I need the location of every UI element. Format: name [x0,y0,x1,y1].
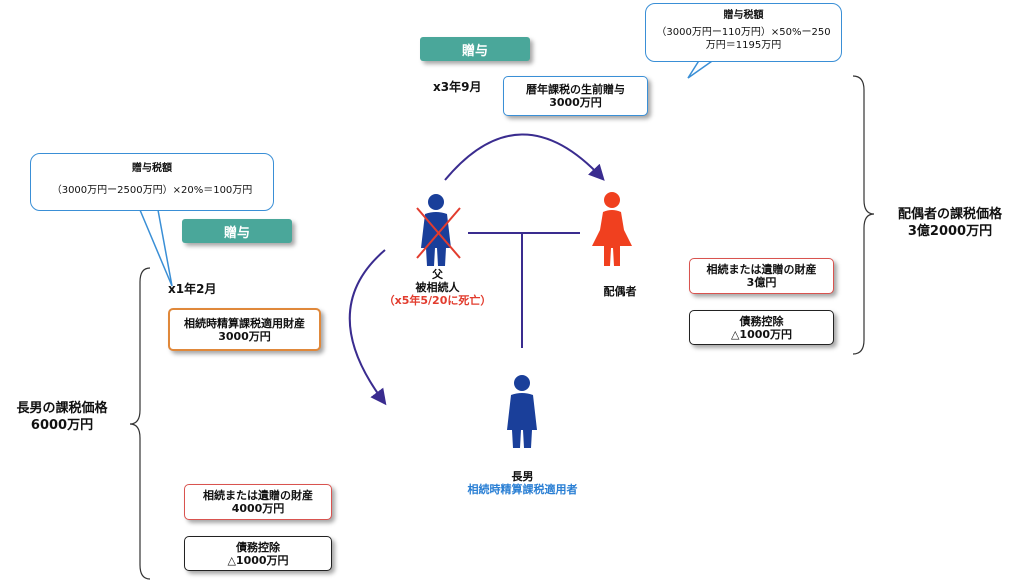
son-debt-label: 債務控除 [236,540,280,554]
father-relation: 父 [432,268,443,281]
gift-tax-formula-left: （3000万円ー2500万円）×20%＝100万円 [51,185,253,196]
father-death-note: （x5年5/20に死亡） [383,294,492,307]
son-debt-box: 債務控除 △1000万円 [184,536,332,571]
spouse-brace [852,75,875,355]
spouse-inherit-label: 相続または遺贈の財産 [706,263,817,276]
spouse-inherit-amount: 3億円 [746,276,777,289]
father-icon [421,194,451,266]
son-taxable-label: 長男の課税価格 [16,401,108,416]
date-x3: x3年9月 [433,80,482,94]
son-label: 長男 相続時精算課税適用者 [455,470,590,496]
spouse-inherit-box: 相続または遺贈の財産 3億円 [689,258,834,294]
gift-tax-callout-left: 贈与税額 （3000万円ー2500万円）×20%＝100万円 [30,153,274,211]
son-relation: 長男 [511,470,534,483]
settlement-gift-label: 相続時精算課税適用財産 [184,316,305,330]
gift-arrow-to-son [348,249,387,406]
spouse-taxable-amount: 3億2000万円 [907,224,993,239]
son-brace [129,267,151,580]
son-inherit-amount: 4000万円 [231,502,285,515]
spouse-icon [592,192,632,266]
gift-tax-formula-top: （3000万円ー110万円）×50%ー250万円＝1195万円 [656,27,831,51]
father-role: 被相続人 [415,281,460,294]
son-icon [507,375,537,448]
gift-pill-left: 贈与 [182,219,292,243]
annual-gift-amount: 3000万円 [549,96,602,109]
annual-gift-label: 暦年課税の生前贈与 [526,83,625,96]
spouse-label: 配偶者 [603,285,637,298]
son-taxable-amount: 6000万円 [30,418,94,433]
father-label: 父 被相続人 （x5年5/20に死亡） [370,268,505,307]
son-taxable-value: 長男の課税価格 6000万円 [2,400,122,434]
son-inherit-label: 相続または遺贈の財産 [203,489,313,502]
spouse-taxable-label: 配偶者の課税価格 [897,207,1002,222]
settlement-gift-box: 相続時精算課税適用財産 3000万円 [168,308,321,351]
spouse-debt-box: 債務控除 △1000万円 [689,310,834,345]
annual-gift-box: 暦年課税の生前贈与 3000万円 [503,76,648,116]
son-debt-amount: △1000万円 [227,553,289,567]
gift-pill-top: 贈与 [420,37,530,61]
son-inherit-box: 相続または遺贈の財産 4000万円 [184,484,332,520]
son-role: 相続時精算課税適用者 [467,483,578,496]
gift-tax-title-left: 贈与税額 [132,163,172,174]
gift-tax-title-top: 贈与税額 [723,10,764,21]
spouse-taxable-value: 配偶者の課税価格 3億2000万円 [880,206,1020,240]
date-x1: x1年2月 [168,282,217,296]
deceased-cross-b [416,207,461,259]
gift-tax-callout-top: 贈与税額 （3000万円ー110万円）×50%ー250万円＝1195万円 [645,3,842,62]
gift-arrow-to-spouse [444,133,605,181]
callout-left-pointer [138,209,173,287]
spouse-debt-label: 債務控除 [739,314,784,328]
settlement-gift-amount: 3000万円 [218,329,271,343]
spouse-debt-amount: △1000万円 [730,327,793,341]
